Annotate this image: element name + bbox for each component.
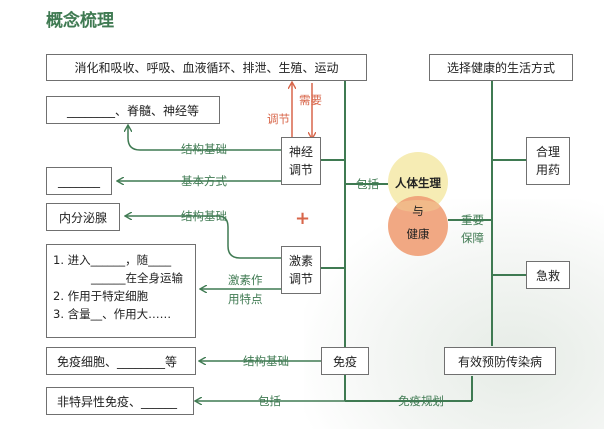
venn-health-label: 健康 <box>406 227 430 241</box>
label-hormone-action-1: 激素作 <box>228 273 263 287</box>
background-photo <box>304 199 604 429</box>
endocrine-gland-box: 内分泌腺 <box>46 203 120 231</box>
nonspecific-immunity-box: 非特异性免疫、______ <box>46 387 194 415</box>
hormone-features-list: 1. 进入______，随____ ______在全身运输 2. 作用于特定细胞… <box>46 244 196 338</box>
label-immune-plan: 免疫规划 <box>398 394 444 408</box>
page-title: 概念梳理 <box>46 11 114 31</box>
nerve-regulation-line2: 调节 <box>288 163 313 177</box>
venn-and-label: 与 <box>412 204 424 218</box>
immune-cells-box: 免疫细胞、________等 <box>46 347 196 375</box>
hormone-regulation-line1: 激素 <box>288 254 313 268</box>
first-aid-box: 急救 <box>526 261 570 289</box>
venn-physiology-label: 人体生理 <box>395 176 441 190</box>
hormone-feature-item: ______在全身运输 <box>91 271 183 285</box>
label-structural-basis-nerve: 结构基础 <box>181 142 227 156</box>
label-basic-mode: 基本方式 <box>181 174 227 188</box>
hormone-feature-item: 1. 进入______，随____ <box>53 253 172 267</box>
nerve-regulation-box: 神经 调节 <box>281 137 321 185</box>
nerve-regulation-line1: 神经 <box>288 145 313 159</box>
healthy-lifestyle-box: 选择健康的生活方式 <box>429 54 573 81</box>
nerve-parts-box: ________、脊髓、神经等 <box>46 96 220 124</box>
rational-drug-box: 合理 用药 <box>526 137 570 185</box>
venn-overlap <box>396 200 440 212</box>
plus-sign: + <box>295 208 311 229</box>
blank-unit-box: _______ <box>46 167 112 195</box>
label-regulate: 调节 <box>267 112 290 126</box>
immunity-box: 免疫 <box>321 347 369 375</box>
rational-drug-line2: 用药 <box>535 163 560 177</box>
label-structural-basis-immune: 结构基础 <box>243 354 289 368</box>
label-hormone-action-2: 用特点 <box>228 292 263 306</box>
hormone-feature-item: 2. 作用于特定细胞 <box>53 289 149 303</box>
rational-drug-line1: 合理 <box>535 145 560 159</box>
body-functions-box: 消化和吸收、呼吸、血液循环、排泄、生殖、运动 <box>46 54 367 81</box>
hormone-regulation-box: 激素 调节 <box>281 246 321 294</box>
label-need: 需要 <box>299 93 322 107</box>
disease-prevention-box: 有效预防传染病 <box>444 347 556 375</box>
hormone-regulation-line2: 调节 <box>288 272 313 286</box>
label-important-2: 保障 <box>461 231 484 245</box>
label-structural-basis-endocrine: 结构基础 <box>181 209 227 223</box>
label-include-nonspecific: 包括 <box>258 394 281 408</box>
label-important-1: 重要 <box>461 213 484 227</box>
hormone-feature-item: 3. 含量__、作用大…… <box>53 307 172 321</box>
label-include-physiology: 包括 <box>356 177 379 191</box>
